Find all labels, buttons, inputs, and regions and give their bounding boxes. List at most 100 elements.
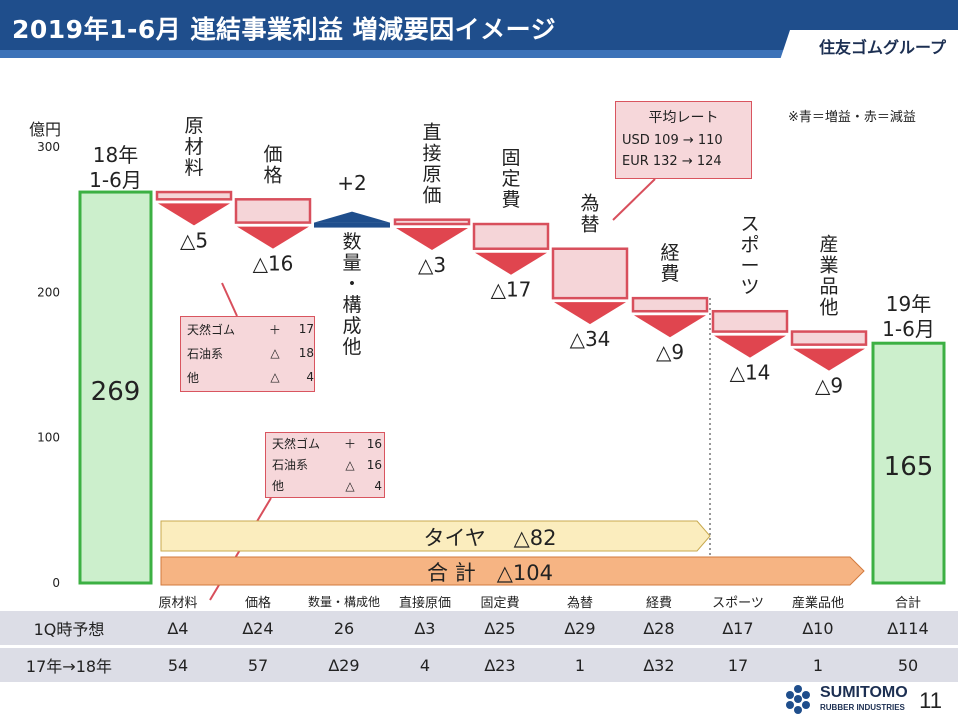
- end-bar-label: 1-6月: [882, 317, 935, 341]
- header-cell: スポーツ: [712, 595, 764, 611]
- table-cell: 54: [167, 655, 189, 675]
- header-cell: 合計: [894, 595, 921, 611]
- fx-usd: USD 109 → 110: [622, 133, 723, 148]
- increase-marker: [314, 211, 390, 223]
- table-cell: ∆17: [722, 618, 754, 638]
- step-category-label: 成: [342, 315, 361, 337]
- step-category-label: 構: [342, 294, 361, 316]
- decrease-marker: [475, 252, 547, 275]
- step-category-label: 量: [342, 252, 361, 274]
- start-bar-label: 18年: [93, 143, 138, 167]
- tire-bracket-label: タイヤ △82: [424, 526, 557, 550]
- row-label: 17年→18年: [25, 657, 113, 676]
- step-value: △3: [418, 253, 446, 277]
- step-category-label: 品: [819, 276, 838, 298]
- tire-bracket-arrow: [160, 520, 711, 552]
- callout-row: 石油系△18: [187, 346, 315, 361]
- step-category-label: 格: [263, 164, 282, 186]
- header-cell: 価格: [244, 595, 271, 611]
- callout-row: 他△4: [272, 478, 382, 494]
- table-cell: 4: [419, 655, 431, 675]
- page-number: 11: [919, 688, 942, 713]
- step-category-label: ツ: [740, 276, 759, 298]
- callout-row: 石油系△16: [272, 457, 382, 473]
- decrease-bar: [790, 330, 868, 346]
- company-name: 住友ゴムグループ: [818, 38, 946, 57]
- decrease-bar: [393, 218, 471, 226]
- header-bar: [0, 0, 958, 60]
- table-cell: ∆24: [242, 618, 274, 638]
- decrease-marker: [158, 203, 230, 226]
- step-category-label: 接: [422, 143, 441, 165]
- callout-connector: [221, 282, 238, 317]
- total-bracket-label: 合 計 △104: [427, 561, 553, 585]
- step-category-label: 為: [580, 193, 599, 215]
- header-cell: 固定費: [480, 595, 520, 611]
- step-value: +2: [337, 171, 366, 195]
- step-category-label: 定: [501, 168, 520, 190]
- table-cell: ∆29: [328, 655, 360, 675]
- total-bracket-arrow: [160, 556, 865, 586]
- table-cell: 17: [727, 655, 749, 675]
- table-cell: ∆32: [643, 655, 675, 675]
- table-row-prior-year: 17年→18年 54 57 ∆29 4 ∆23 1 ∆32 17 1 50: [0, 648, 958, 682]
- header-cell: 直接原価: [398, 595, 451, 611]
- callout-row: 天然ゴム＋17: [187, 322, 315, 337]
- header-cell: 産業品他: [791, 595, 844, 611]
- decrease-bar: [234, 198, 312, 224]
- step-category-label: 産: [819, 234, 838, 256]
- callout-row: 天然ゴム＋16: [272, 436, 382, 452]
- decrease-bar: [631, 296, 709, 313]
- fx-rate-callout: 平均レート USD 109 → 110 EUR 132 → 124: [615, 101, 752, 179]
- step-category-label: 原: [184, 115, 203, 137]
- table-cell: ∆28: [643, 618, 675, 638]
- table-cell: ∆25: [484, 618, 516, 638]
- step-category-label: 固: [501, 147, 520, 169]
- callout-row: 他△4: [187, 370, 315, 385]
- step-category-label: 他: [342, 336, 361, 358]
- step-category-label: ・: [342, 273, 361, 295]
- start-bar-label: 1-6月: [89, 168, 142, 192]
- step-value: △5: [180, 228, 208, 252]
- y-tick-label: 200: [37, 285, 60, 299]
- table-header-row: 原材料 価格 数量・構成他 直接原価 固定費 為替 経費 スポーツ 産業品他 合…: [0, 591, 958, 611]
- logo-name: SUMITOMO: [820, 684, 908, 701]
- step-value: △34: [570, 327, 611, 351]
- decrease-bar: [711, 309, 789, 333]
- waterfall-chart: 億円010020030026918年1-6月16519年1-6月△5原材料△16…: [29, 115, 946, 601]
- step-category-label: 費: [501, 189, 520, 211]
- step-value: △9: [656, 340, 684, 364]
- step-category-label: ス: [740, 213, 759, 235]
- header-cell: 為替: [566, 595, 593, 611]
- callout-connector: [612, 178, 656, 221]
- decrease-marker: [554, 302, 626, 325]
- step-category-label: 価: [422, 185, 441, 207]
- material-breakdown-callout: 天然ゴム＋17 石油系△18 他△4: [180, 316, 315, 392]
- decrease-bar: [155, 190, 233, 201]
- step-category-label: 数: [342, 231, 361, 253]
- step-category-label: 費: [660, 263, 679, 285]
- step-category-label: 業: [819, 255, 838, 277]
- decrease-bar: [551, 247, 629, 300]
- start-bar-value: 269: [91, 377, 141, 407]
- start-bar: [78, 190, 153, 585]
- fx-eur: EUR 132 → 124: [622, 154, 722, 169]
- table-cell: ∆23: [484, 655, 516, 675]
- decrease-marker: [634, 315, 706, 338]
- decrease-marker: [714, 335, 786, 358]
- table-cell: ∆10: [802, 618, 834, 638]
- decrease-marker: [237, 226, 309, 249]
- step-category-label: 材: [184, 136, 203, 158]
- table-row-forecast: 1Q時予想 ∆4 ∆24 26 ∆3 ∆25 ∆29 ∆28 ∆17 ∆10 ∆…: [0, 611, 958, 645]
- legend-note: ※青＝増益・赤＝減益: [788, 110, 916, 125]
- fx-title: 平均レート: [648, 110, 719, 126]
- header-cell: 経費: [645, 595, 672, 611]
- table-cell: 1: [574, 655, 586, 675]
- step-value: △17: [491, 278, 532, 302]
- step-category-label: 他: [819, 297, 838, 319]
- table-cell: ∆29: [564, 618, 596, 638]
- y-tick-label: 100: [37, 431, 60, 445]
- step-category-label: 直: [422, 122, 441, 144]
- page-title: 2019年1-6月 連結事業利益 増減要因イメージ: [12, 15, 557, 44]
- step-value: △16: [253, 252, 294, 276]
